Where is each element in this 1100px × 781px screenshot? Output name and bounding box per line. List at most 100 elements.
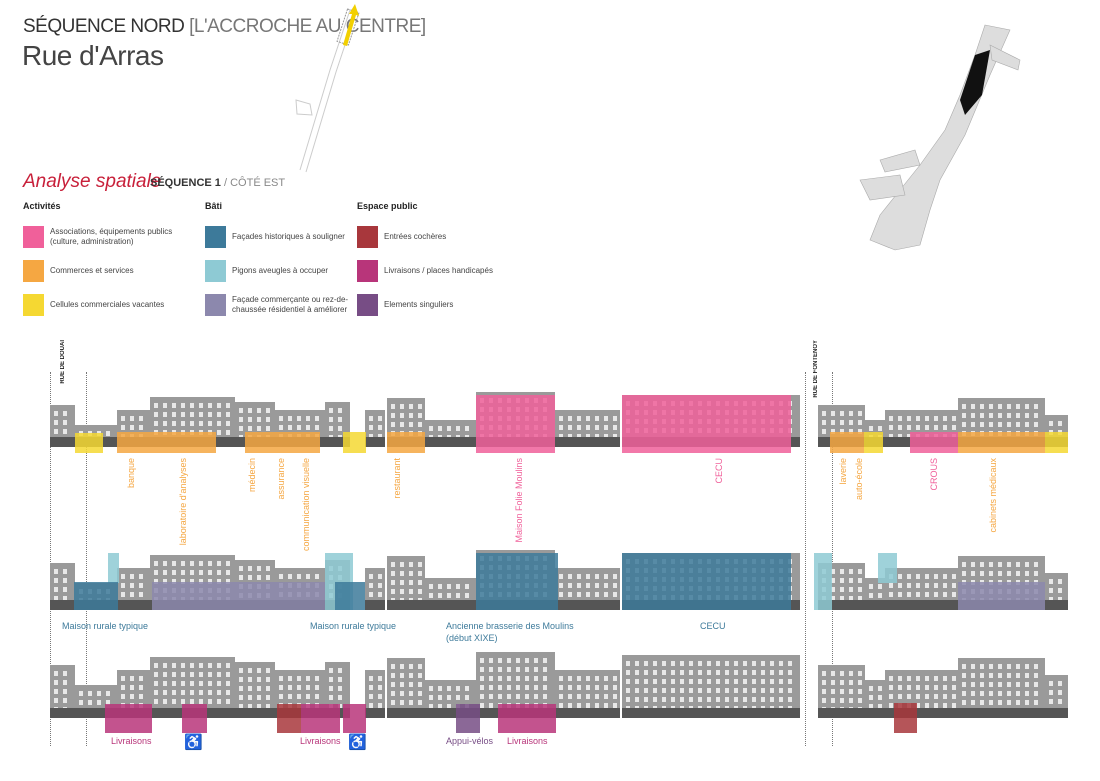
window (248, 677, 252, 682)
window (63, 429, 67, 434)
window (139, 416, 143, 421)
window (190, 421, 194, 426)
window (306, 676, 310, 681)
window (925, 416, 929, 421)
highlight-zone (105, 704, 152, 733)
window (971, 700, 975, 705)
window (671, 688, 675, 693)
window (438, 584, 442, 589)
ground-floor (885, 708, 958, 718)
window (208, 561, 212, 566)
window (409, 580, 413, 585)
window (1058, 681, 1062, 686)
window (447, 584, 451, 589)
window (391, 404, 395, 409)
window (878, 584, 882, 589)
window (925, 703, 929, 708)
window (418, 404, 422, 409)
window (181, 663, 185, 668)
ground-floor (425, 708, 476, 718)
window (369, 416, 373, 421)
window (858, 698, 862, 703)
window (1049, 597, 1053, 602)
window (378, 694, 382, 699)
highlight-zone (830, 432, 864, 453)
window (400, 700, 404, 705)
window (391, 413, 395, 418)
window (943, 694, 947, 699)
window (568, 425, 572, 430)
window (248, 686, 252, 691)
window (595, 592, 599, 597)
window (391, 580, 395, 585)
window (943, 703, 947, 708)
window (716, 679, 720, 684)
window (266, 426, 270, 431)
window (208, 421, 212, 426)
ground-floor (1045, 708, 1068, 718)
window (907, 676, 911, 681)
window (172, 681, 176, 686)
window (653, 679, 657, 684)
ground-floor (958, 708, 1045, 718)
window (480, 703, 484, 708)
window (840, 420, 844, 425)
window (934, 416, 938, 421)
window (257, 704, 261, 709)
window (54, 411, 58, 416)
window (1016, 691, 1020, 696)
sequence-number: SÉQUENCE 1 (150, 177, 221, 189)
window (889, 592, 893, 597)
window (248, 704, 252, 709)
window (54, 420, 58, 425)
window (595, 676, 599, 681)
highlight-zone (75, 433, 103, 453)
ground-floor (1045, 600, 1068, 610)
window (190, 699, 194, 704)
window (1034, 700, 1038, 705)
window (226, 681, 230, 686)
window (568, 694, 572, 699)
window (54, 698, 58, 703)
window (130, 592, 134, 597)
window (1007, 682, 1011, 687)
ground-floor (50, 437, 75, 447)
window (391, 682, 395, 687)
window (418, 673, 422, 678)
window (172, 699, 176, 704)
window (266, 408, 270, 413)
window (662, 670, 666, 675)
activity-label: médecin (247, 458, 257, 493)
window (1034, 413, 1038, 418)
window (257, 566, 261, 571)
window (516, 694, 520, 699)
window (257, 417, 261, 422)
window (889, 434, 893, 439)
window (525, 658, 529, 663)
window (869, 695, 873, 700)
window (54, 689, 58, 694)
window (199, 421, 203, 426)
window (172, 579, 176, 584)
window (1025, 682, 1029, 687)
window (559, 676, 563, 681)
window (54, 578, 58, 583)
window (63, 671, 67, 676)
window (980, 664, 984, 669)
window (1007, 422, 1011, 427)
window (208, 699, 212, 704)
window (971, 404, 975, 409)
wheelchair-icon: ♿ (348, 734, 367, 751)
window (121, 583, 125, 588)
window (534, 667, 538, 672)
window (840, 689, 844, 694)
window (595, 416, 599, 421)
window (916, 592, 920, 597)
highlight-zone (498, 704, 556, 733)
window (840, 429, 844, 434)
legend-swatch (23, 226, 44, 248)
window (626, 688, 630, 693)
window (989, 673, 993, 678)
window (725, 679, 729, 684)
window (257, 695, 261, 700)
